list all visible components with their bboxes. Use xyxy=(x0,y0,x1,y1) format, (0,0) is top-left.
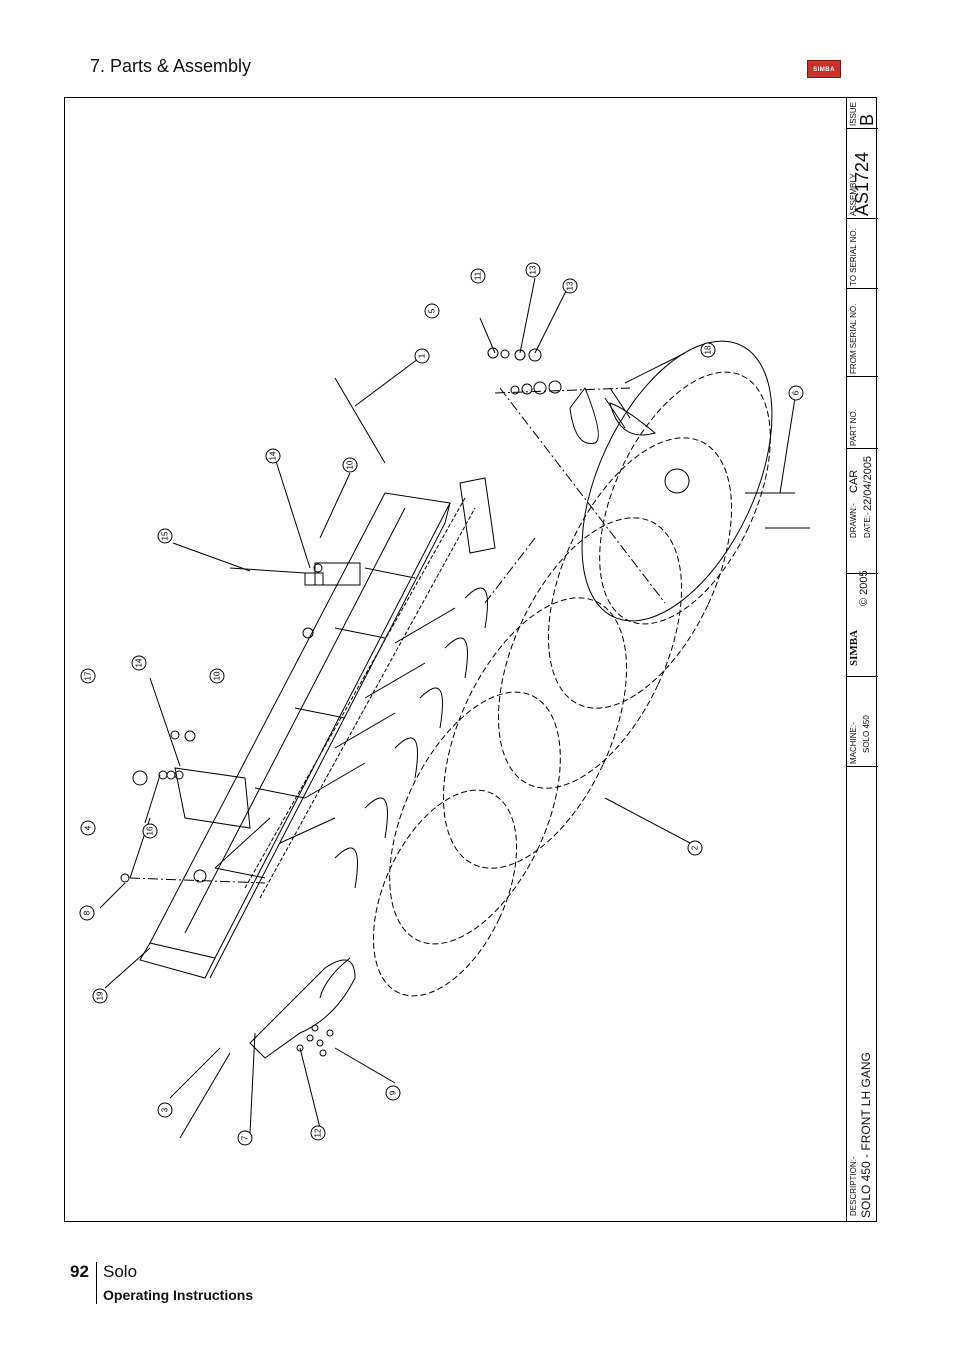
callout-number: 10 xyxy=(346,460,355,469)
callout-8: 8 xyxy=(79,905,95,921)
callout-3: 3 xyxy=(157,1102,173,1118)
callout-number: 13 xyxy=(529,265,538,274)
footer-divider xyxy=(96,1262,97,1304)
callout-number: 7 xyxy=(241,1135,250,1140)
title-block: ISSUE B ASSEMBLY AS1724 TO SERIAL NO. FR… xyxy=(846,98,878,1222)
callout-5: 5 xyxy=(424,303,440,319)
callout-17: 17 xyxy=(80,668,96,684)
callout-19: 19 xyxy=(92,988,108,1004)
callout-15: 15 xyxy=(157,528,173,544)
exploded-assembly-drawing: 1 2 3 4 5 6 7 8 9 10 10 11 12 13 13 14 1… xyxy=(79,262,810,1146)
callout-6: 6 xyxy=(788,385,804,401)
drawn-value: CAR xyxy=(848,469,860,493)
date-label: DATE:- xyxy=(863,512,872,538)
callout-number: 11 xyxy=(474,271,483,280)
tb-divider xyxy=(847,766,878,767)
tb-divider xyxy=(847,288,878,289)
callout-9: 9 xyxy=(385,1085,401,1101)
from-serial-label: FROM SERIAL NO. xyxy=(849,303,858,374)
page-number: 92 xyxy=(70,1262,89,1281)
callout-number: 8 xyxy=(83,910,92,915)
tb-divider xyxy=(847,573,878,574)
description-value: SOLO 450 - FRONT LH GANG xyxy=(859,1052,873,1218)
to-serial-label: TO SERIAL NO. xyxy=(849,228,858,286)
callout-number: 9 xyxy=(389,1090,398,1095)
callout-number: 16 xyxy=(146,826,155,835)
callout-18: 18 xyxy=(700,342,716,358)
callout-number: 4 xyxy=(84,825,93,830)
assembly-number: AS1724 xyxy=(852,151,872,216)
callout-number: 10 xyxy=(213,671,222,680)
title-block-logo: SIMBA xyxy=(848,629,860,666)
drawing-lines xyxy=(99,277,810,1139)
machine-value: SOLO 450 xyxy=(862,715,871,753)
callout-number: 5 xyxy=(428,308,437,313)
callout-number: 14 xyxy=(135,658,144,667)
logo-text: SIMBA xyxy=(813,67,835,73)
callout-number: 1 xyxy=(418,353,427,358)
issue-value: B xyxy=(857,113,877,126)
tb-divider xyxy=(847,376,878,377)
callout-13b: 13 xyxy=(562,278,578,294)
copyright: © 2005 xyxy=(858,570,870,606)
drawn-label: DRAWN:- xyxy=(849,503,858,538)
part-no-label: PART NO. xyxy=(849,409,858,446)
callout-number: 15 xyxy=(161,531,170,540)
section-title: 7. Parts & Assembly xyxy=(90,56,252,76)
drawing-frame xyxy=(64,97,877,1222)
callout-number: 12 xyxy=(314,1128,323,1137)
callout-number: 17 xyxy=(84,671,93,680)
description-label: DESCRIPTION:- xyxy=(849,1156,858,1216)
callout-4: 4 xyxy=(80,820,96,836)
callout-12: 12 xyxy=(310,1125,326,1141)
callout-7: 7 xyxy=(237,1130,253,1146)
callout-10a: 10 xyxy=(342,457,358,473)
tb-divider xyxy=(847,128,878,129)
footer-subtitle: Operating Instructions xyxy=(103,1287,254,1303)
callout-number: 3 xyxy=(161,1107,170,1112)
callout-number: 6 xyxy=(792,390,801,395)
callout-number: 13 xyxy=(566,281,575,290)
date-value: 22/04/2005 xyxy=(862,455,874,511)
simba-logo: SIMBA xyxy=(807,60,841,78)
tb-divider xyxy=(847,218,878,219)
callout-16: 16 xyxy=(142,823,158,839)
callout-2: 2 xyxy=(687,840,703,856)
footer-product-name: Solo xyxy=(103,1262,138,1281)
callout-number: 19 xyxy=(96,991,105,1000)
callout-11: 11 xyxy=(470,268,486,284)
callout-10b: 10 xyxy=(209,668,225,684)
tb-divider xyxy=(847,676,878,677)
callout-balloons: 1 2 3 4 5 6 7 8 9 10 10 11 12 13 13 14 1… xyxy=(79,262,804,1146)
callout-14a: 14 xyxy=(265,448,281,464)
callout-14b: 14 xyxy=(131,655,147,671)
machine-label: MACHINE:- xyxy=(849,722,858,764)
callout-1: 1 xyxy=(414,348,430,364)
callout-number: 18 xyxy=(704,345,713,354)
tb-divider xyxy=(847,448,878,449)
callout-13a: 13 xyxy=(525,262,541,278)
callout-number: 2 xyxy=(691,845,700,850)
callout-number: 14 xyxy=(269,451,278,460)
